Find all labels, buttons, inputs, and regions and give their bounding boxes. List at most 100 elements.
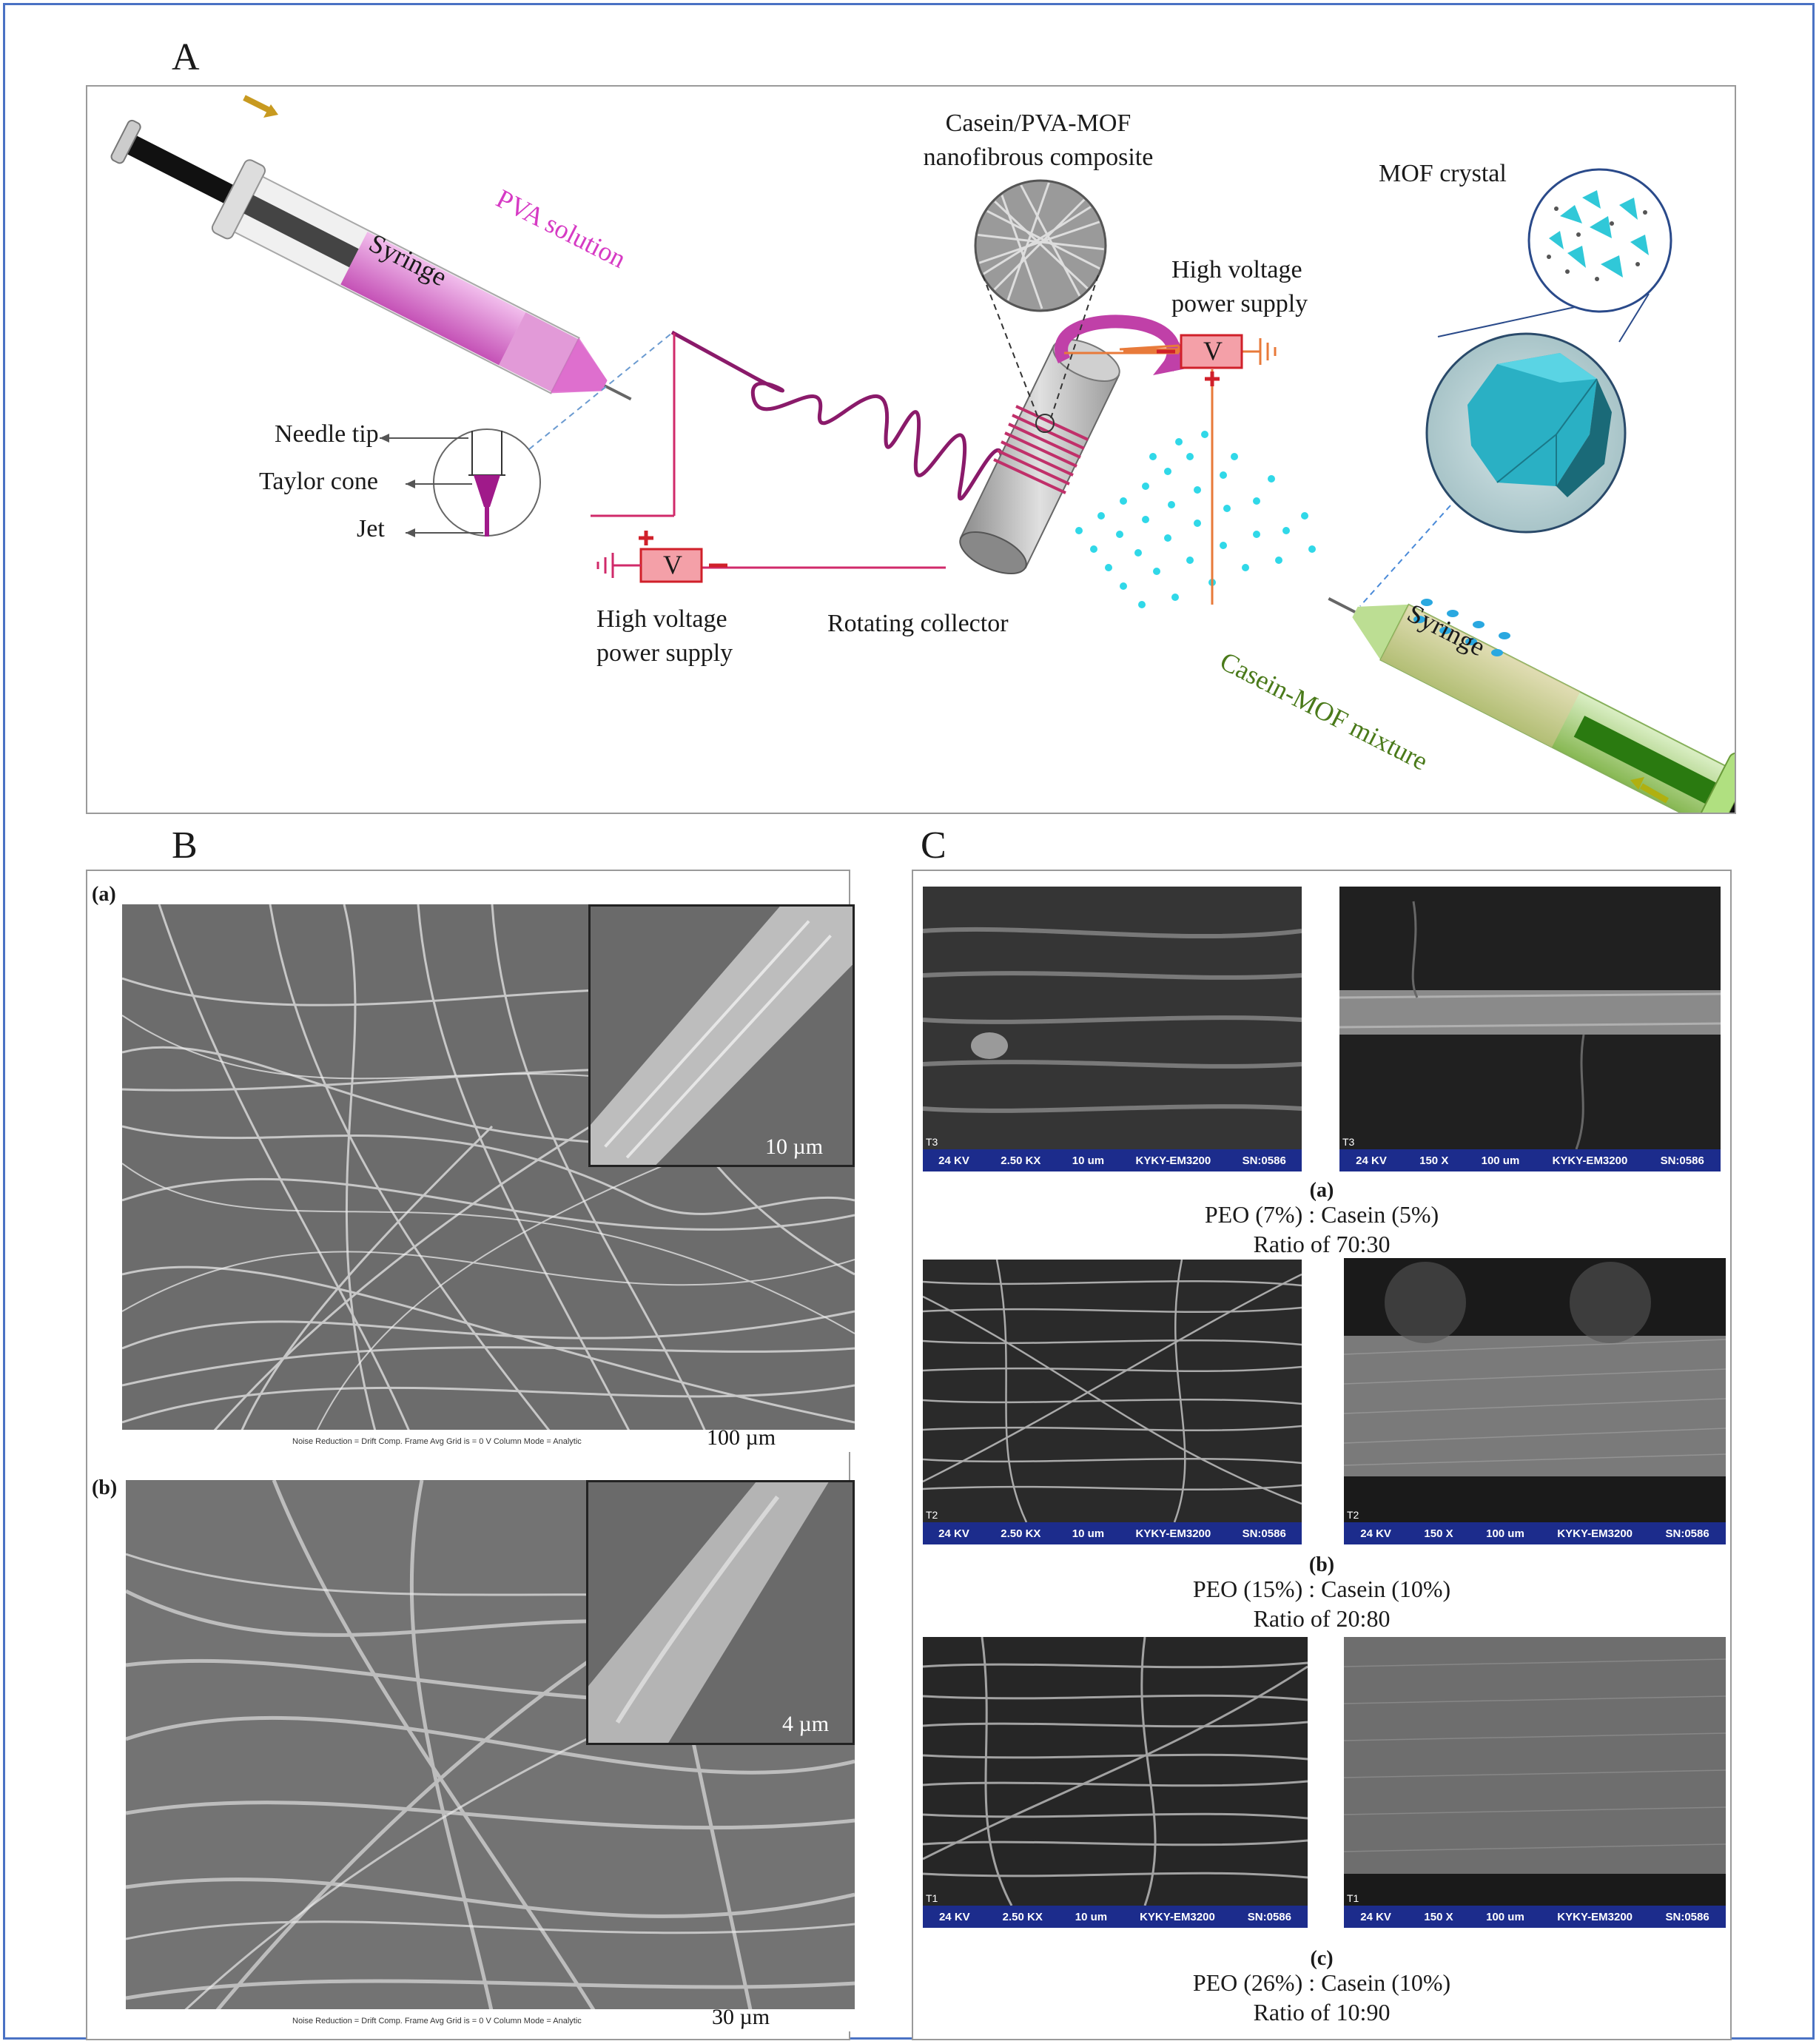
scale-text: 10 um: [1072, 1154, 1105, 1167]
mag-text: 150 X: [1419, 1154, 1449, 1167]
model-text: KYKY-EM3200: [1557, 1910, 1633, 1923]
mag-text: 2.50 KX: [1002, 1910, 1043, 1923]
kv-text: 24 KV: [938, 1910, 970, 1923]
needle-tip-label: Needle tip: [275, 420, 379, 448]
hv-right-line1: High voltage: [1171, 256, 1302, 283]
sem-inset-b-b: 4 µm: [586, 1480, 855, 1745]
sem-tag: T1: [926, 1892, 938, 1904]
scale-text: 100 um: [1486, 1527, 1524, 1540]
hv-right-v-symbol: V: [1203, 336, 1223, 366]
composite-magnifier: [974, 179, 1107, 433]
sem-c-a-left-bar: 24 KV 2.50 KX 10 um KYKY-EM3200 SN:0586: [923, 1149, 1302, 1171]
mof-crystal-view: [1359, 168, 1672, 607]
sem-info-bar-b-a: Noise Reduction = Drift Comp. Frame Avg …: [122, 1425, 855, 1452]
mag-text: 150 X: [1424, 1910, 1453, 1923]
right-syringe: [1328, 597, 1735, 813]
serial-text: SN:0586: [1665, 1527, 1709, 1540]
sem-c-c-right-bar: 24 KV 150 X 100 um KYKY-EM3200 SN:0586: [1344, 1906, 1726, 1928]
serial-text: SN:0586: [1242, 1154, 1286, 1167]
jet-label: Jet: [357, 515, 385, 542]
panel-b-a-label: (a): [92, 883, 116, 906]
row-c-line1: PEO (26%) : Casein (10%): [1192, 1969, 1451, 1996]
main-scale-b-a: 100 µm: [707, 1425, 776, 1450]
sem-inset-b-a: 10 µm: [588, 904, 855, 1167]
fiber-mesh-b-a: [122, 904, 855, 1452]
kv-text: 24 KV: [1356, 1154, 1387, 1167]
rotating-collector: [959, 315, 1190, 575]
sem-info-bar-b-b: Noise Reduction = Drift Comp. Frame Avg …: [126, 2005, 855, 2031]
sem-image-b-b: 4 µm Noise Reduction = Drift Comp. Frame…: [126, 1480, 855, 2031]
mag-text: 150 X: [1424, 1527, 1453, 1540]
needle-tip-inset: [380, 332, 673, 537]
taylor-cone-label: Taylor cone: [259, 468, 378, 495]
scale-text: 10 um: [1072, 1527, 1105, 1540]
fiber-jet: [670, 330, 1029, 507]
figure-frame: [3, 3, 1815, 2040]
left-hv-circuit: [591, 333, 946, 569]
kv-text: 24 KV: [1360, 1910, 1391, 1923]
mag-text: 2.50 KX: [1001, 1527, 1041, 1540]
sem-info-text-b-a: Noise Reduction = Drift Comp. Frame Avg …: [292, 1437, 582, 1446]
inset-scale-b-a: 10 µm: [765, 1134, 824, 1159]
panel-b-b-label: (b): [92, 1476, 118, 1499]
panel-letter-a: A: [172, 36, 200, 78]
mof-spray: [1075, 431, 1316, 608]
sem-c-c-right: 24 KV 150 X 100 um KYKY-EM3200 SN:0586 T…: [1344, 1637, 1726, 1928]
sem-c-a-right-bar: 24 KV 150 X 100 um KYKY-EM3200 SN:0586: [1339, 1149, 1721, 1171]
sem-tag: T3: [1342, 1136, 1355, 1148]
electrospinning-schematic: [110, 95, 1735, 813]
sem-info-text-b-b: Noise Reduction = Drift Comp. Frame Avg …: [292, 2017, 582, 2025]
mag-text: 2.50 KX: [1001, 1154, 1041, 1167]
sem-c-b-left: 24 KV 2.50 KX 10 um KYKY-EM3200 SN:0586 …: [923, 1260, 1302, 1544]
serial-text: SN:0586: [1665, 1910, 1709, 1923]
serial-text: SN:0586: [1660, 1154, 1704, 1167]
sem-c-a-left: 24 KV 2.50 KX 10 um KYKY-EM3200 SN:0586 …: [923, 887, 1302, 1171]
kv-text: 24 KV: [938, 1154, 969, 1167]
model-text: KYKY-EM3200: [1552, 1154, 1628, 1167]
sem-c-c-left: 24 KV 2.50 KX 10 um KYKY-EM3200 SN:0586 …: [923, 1637, 1308, 1928]
composite-label-line2: nanofibrous composite: [923, 144, 1154, 171]
composite-label-line1: Casein/PVA-MOF: [945, 110, 1132, 137]
panel-letter-b: B: [172, 824, 198, 867]
sem-c-a-right: 24 KV 150 X 100 um KYKY-EM3200 SN:0586 T…: [1339, 887, 1721, 1171]
row-a-label: (a): [1309, 1179, 1334, 1202]
scale-text: 100 um: [1481, 1154, 1520, 1167]
hv-left-line1: High voltage: [596, 605, 727, 633]
scale-text: 100 um: [1486, 1910, 1524, 1923]
scale-text: 10 um: [1075, 1910, 1108, 1923]
kv-text: 24 KV: [938, 1527, 969, 1540]
model-text: KYKY-EM3200: [1557, 1527, 1633, 1540]
sem-c-b-right-bar: 24 KV 150 X 100 um KYKY-EM3200 SN:0586: [1344, 1522, 1726, 1544]
hv-right-line2: power supply: [1171, 290, 1308, 317]
panel-letter-c: C: [921, 824, 947, 867]
sem-tag: T2: [926, 1509, 938, 1521]
kv-text: 24 KV: [1360, 1527, 1391, 1540]
inset-scale-b-b: 4 µm: [782, 1712, 830, 1736]
sem-tag: T2: [1347, 1509, 1359, 1521]
hv-left-v-symbol: V: [663, 550, 682, 579]
sem-c-c-left-bar: 24 KV 2.50 KX 10 um KYKY-EM3200 SN:0586: [923, 1906, 1308, 1928]
serial-text: SN:0586: [1242, 1527, 1286, 1540]
sem-c-b-right: 24 KV 150 X 100 um KYKY-EM3200 SN:0586 T…: [1344, 1258, 1726, 1544]
row-a-line1: PEO (7%) : Casein (5%): [1204, 1201, 1439, 1228]
sem-c-b-left-bar: 24 KV 2.50 KX 10 um KYKY-EM3200 SN:0586: [923, 1522, 1302, 1544]
hv-left-line2: power supply: [596, 639, 733, 667]
schematic-panel: PVA solution Syringe Casein/PVA-MOF nano…: [86, 85, 1736, 814]
row-b-line2: Ratio of 20:80: [1253, 1605, 1391, 1632]
rotating-collector-label: Rotating collector: [827, 610, 1009, 637]
model-text: KYKY-EM3200: [1135, 1154, 1211, 1167]
sem-image-b-a: 10 µm Noise Reduction = Drift Comp. Fram…: [122, 904, 855, 1452]
row-b-line1: PEO (15%) : Casein (10%): [1192, 1576, 1451, 1602]
row-c-line2: Ratio of 10:90: [1253, 1999, 1391, 2025]
row-b-label: (b): [1308, 1553, 1335, 1576]
serial-text: SN:0586: [1247, 1910, 1291, 1923]
mof-crystal-label: MOF crystal: [1379, 160, 1507, 187]
row-a-line2: Ratio of 70:30: [1253, 1231, 1391, 1257]
sem-tag: T3: [926, 1136, 938, 1148]
model-text: KYKY-EM3200: [1135, 1527, 1211, 1540]
row-c-label: (c): [1310, 1947, 1334, 1970]
model-text: KYKY-EM3200: [1140, 1910, 1215, 1923]
sem-tag: T1: [1347, 1892, 1359, 1904]
left-syringe: [110, 119, 632, 401]
main-scale-b-b: 30 µm: [712, 2005, 770, 2029]
